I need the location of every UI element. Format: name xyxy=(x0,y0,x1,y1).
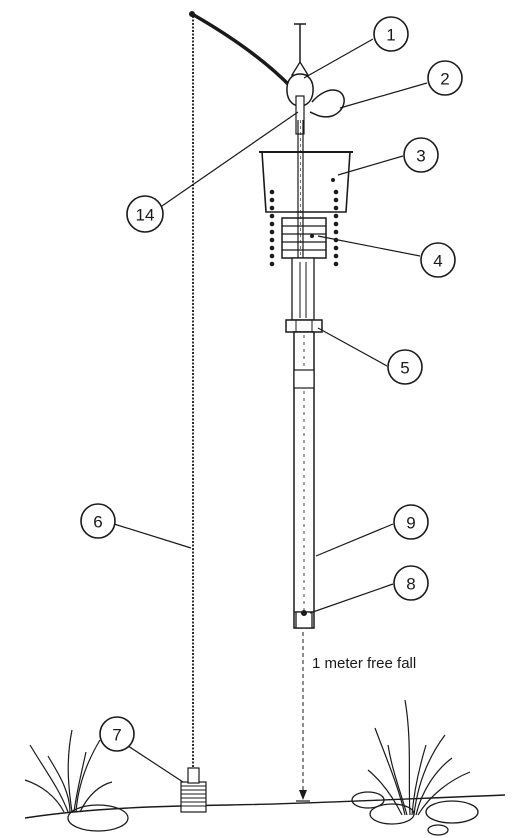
release-weight xyxy=(180,767,207,813)
callout-7: 7 xyxy=(99,716,135,752)
rock-right-2 xyxy=(369,803,415,825)
leader-3 xyxy=(337,155,404,176)
callout-4: 4 xyxy=(420,242,456,278)
svg-text:2: 2 xyxy=(440,70,449,89)
callout-3: 3 xyxy=(403,137,439,173)
callout-1: 1 xyxy=(373,16,409,52)
svg-text:6: 6 xyxy=(93,513,102,532)
leader-9 xyxy=(315,523,394,557)
bucket-chain-right xyxy=(333,189,339,267)
leader-2 xyxy=(339,82,428,109)
rock-right-4 xyxy=(427,824,449,836)
svg-text:14: 14 xyxy=(136,206,155,225)
grass-left xyxy=(24,729,113,813)
leader-7 xyxy=(121,741,184,783)
upper-tube xyxy=(291,257,315,321)
release-bag xyxy=(309,89,345,118)
leader-14 xyxy=(161,111,299,207)
svg-text:3: 3 xyxy=(416,147,425,166)
callout-2: 2 xyxy=(427,60,463,96)
svg-text:8: 8 xyxy=(406,575,415,594)
grass-right xyxy=(367,699,471,816)
svg-text:4: 4 xyxy=(433,252,442,271)
svg-text:9: 9 xyxy=(406,514,415,533)
callout-6: 6 xyxy=(80,503,116,539)
core-catcher xyxy=(295,610,313,629)
free-fall-dimension xyxy=(296,632,310,802)
free-fall-label: 1 meter free fall xyxy=(312,655,416,672)
leader-4 xyxy=(317,235,421,257)
weight-stack xyxy=(281,217,327,259)
leader-1 xyxy=(303,38,374,79)
leader-6 xyxy=(113,523,192,549)
callout-8: 8 xyxy=(393,565,429,601)
release-arm xyxy=(191,12,294,90)
svg-text:5: 5 xyxy=(400,359,409,378)
release-head xyxy=(286,23,314,135)
svg-text:1: 1 xyxy=(386,26,395,45)
collar xyxy=(285,319,323,333)
callout-9: 9 xyxy=(393,504,429,540)
core-barrel xyxy=(293,331,315,629)
rock-left xyxy=(67,804,129,832)
ground-line xyxy=(24,794,506,819)
callout-14: 14 xyxy=(126,195,164,233)
weight-bucket xyxy=(259,151,353,213)
svg-text:7: 7 xyxy=(112,726,121,745)
leader-5 xyxy=(317,327,388,367)
rock-right-1 xyxy=(351,791,385,809)
arm-pivot xyxy=(189,11,195,17)
callout-5: 5 xyxy=(387,349,423,385)
leader-8 xyxy=(309,583,394,614)
bucket-chain-left xyxy=(269,189,275,267)
rock-right-3 xyxy=(425,800,479,824)
